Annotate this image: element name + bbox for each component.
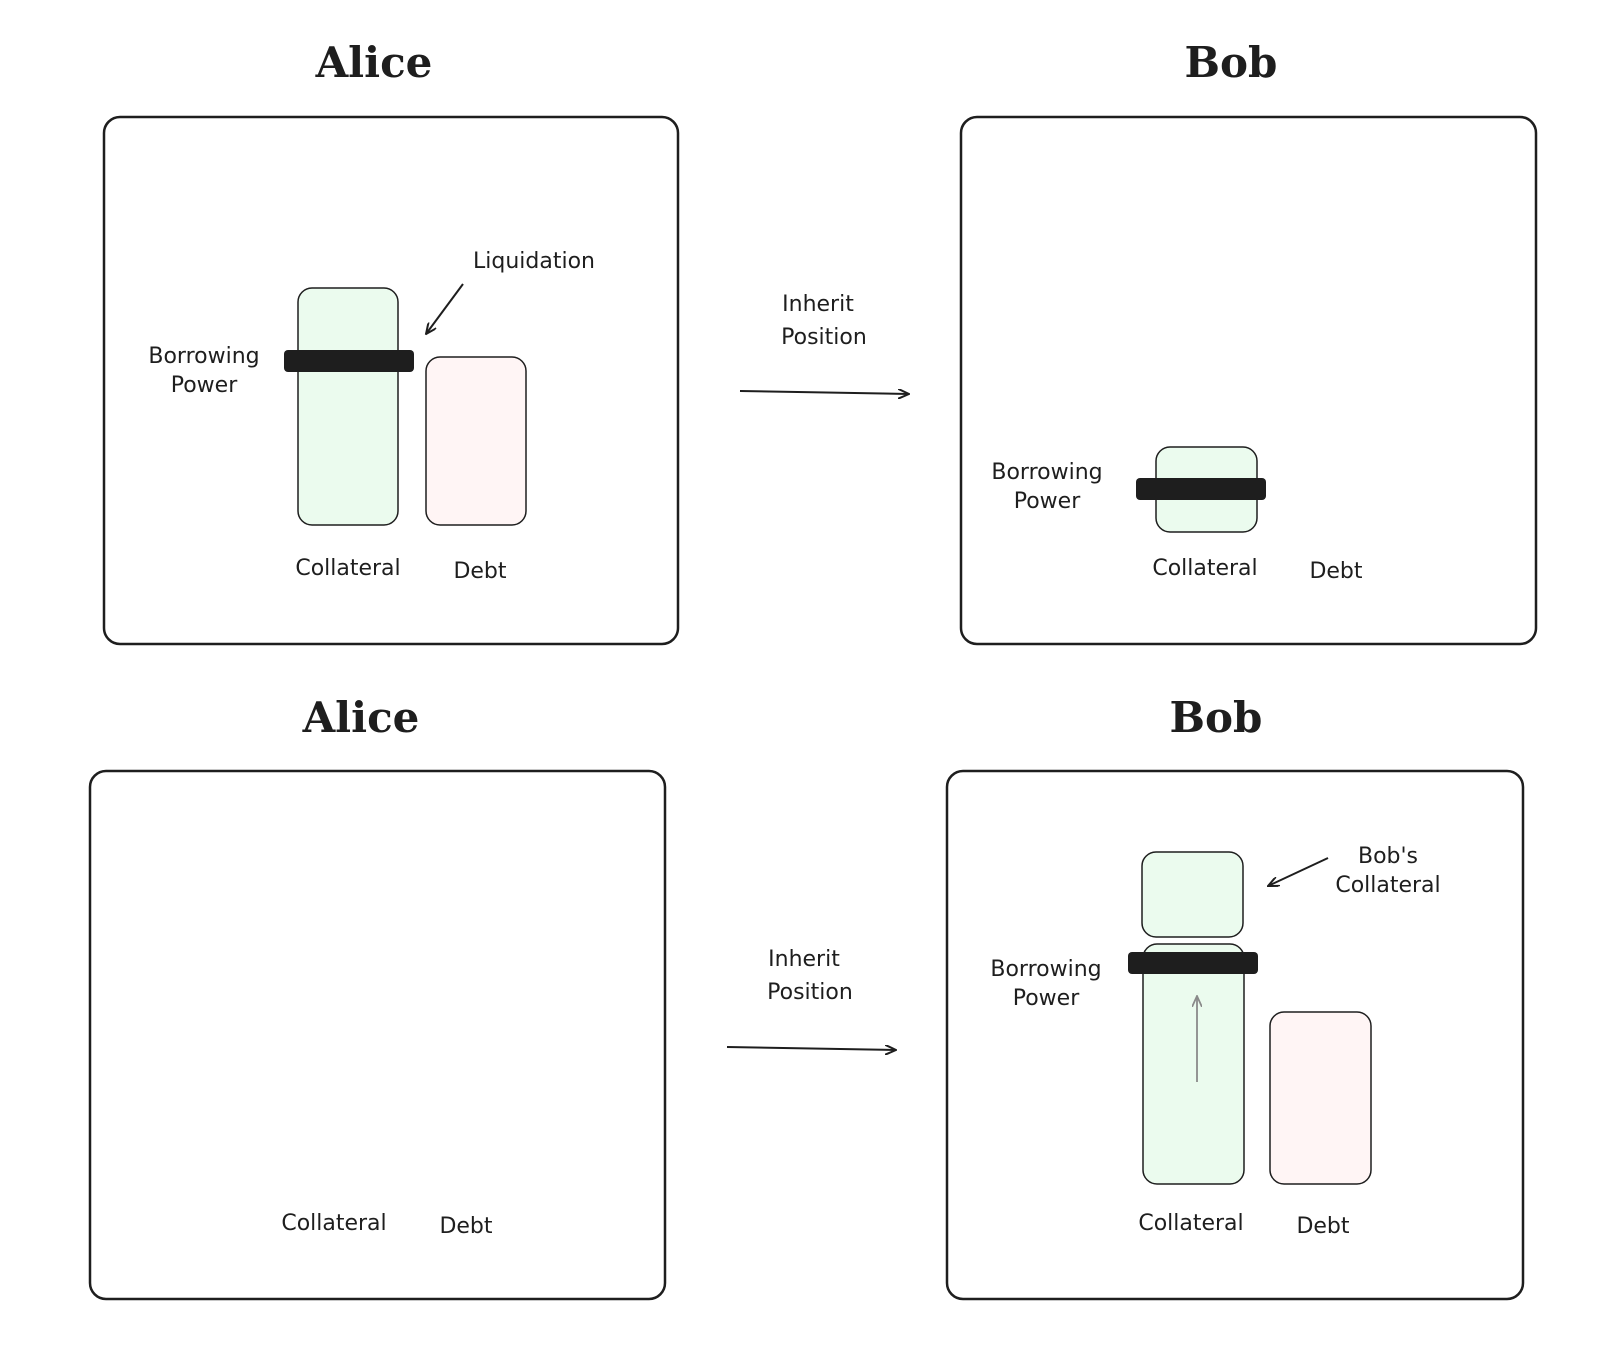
bottom-alice-title: Alice <box>302 693 420 742</box>
bottom-bob-frame <box>945 769 1525 1301</box>
bottom-inherit-arrow-line <box>726 1047 896 1050</box>
bottom-bob-annotation-label-1: Bob's <box>1358 844 1418 869</box>
top-alice-collateral-bar <box>297 287 399 526</box>
bottom-bob-borrowing-power-label-1: Borrowing <box>990 957 1101 982</box>
top-alice-frame <box>102 115 680 646</box>
bottom-bob-borrowing-power-marker <box>1128 952 1258 974</box>
top-bob-title: Bob <box>1185 38 1278 87</box>
top-inherit-arrow: Inherit Position <box>739 292 909 394</box>
top-inherit-label-1: Inherit <box>782 292 854 317</box>
top-bob-frame <box>959 115 1538 646</box>
top-inherit-label-2: Position <box>781 325 867 350</box>
bottom-bob-annotation-label-2: Collateral <box>1335 873 1440 898</box>
bottom-inherit-label-1: Inherit <box>768 947 840 972</box>
top-alice-liquidation-arrow <box>426 283 464 334</box>
top-alice-borrowing-power-label-2: Power <box>171 373 238 398</box>
top-alice-panel: Alice Borrowing Power Liquidation Collat… <box>102 38 680 646</box>
top-bob-borrowing-power-marker <box>1136 478 1266 500</box>
top-bob-borrowing-power-label-2: Power <box>1014 489 1081 514</box>
top-alice-debt-bar <box>425 356 527 526</box>
top-bob-borrowing-power-label-1: Borrowing <box>991 460 1102 485</box>
top-alice-collateral-label: Collateral <box>295 556 400 581</box>
bottom-alice-collateral-label: Collateral <box>281 1211 386 1236</box>
bottom-inherit-label-2: Position <box>767 980 853 1005</box>
bottom-inherit-arrow: Inherit Position <box>726 947 896 1050</box>
bottom-bob-annotation-arrow <box>1268 857 1329 886</box>
bottom-alice-panel: Alice Collateral Debt <box>88 693 667 1301</box>
bottom-bob-added-collateral-bar <box>1141 851 1244 938</box>
bottom-alice-debt-label: Debt <box>439 1214 492 1239</box>
top-alice-debt-label: Debt <box>453 559 506 584</box>
bottom-bob-debt-label: Debt <box>1296 1214 1349 1239</box>
top-bob-debt-label: Debt <box>1309 559 1362 584</box>
bottom-bob-borrowing-power-label-2: Power <box>1013 986 1080 1011</box>
bottom-bob-inherited-collateral-bar <box>1142 943 1245 1185</box>
top-alice-borrowing-power-label-1: Borrowing <box>148 344 259 369</box>
bottom-bob-title: Bob <box>1170 693 1263 742</box>
top-alice-borrowing-power-marker <box>284 350 414 372</box>
bottom-alice-frame <box>88 769 667 1301</box>
top-alice-title: Alice <box>315 38 433 87</box>
top-alice-liquidation-label: Liquidation <box>473 249 595 274</box>
top-bob-collateral-label: Collateral <box>1152 556 1257 581</box>
bottom-bob-collateral-label: Collateral <box>1138 1211 1243 1236</box>
bottom-bob-panel: Bob Borrowing Power Bob's Collateral Col… <box>945 693 1525 1301</box>
top-bob-panel: Bob Borrowing Power Collateral Debt <box>959 38 1538 646</box>
top-inherit-arrow-line <box>739 391 909 394</box>
bottom-bob-debt-bar <box>1269 1011 1372 1185</box>
